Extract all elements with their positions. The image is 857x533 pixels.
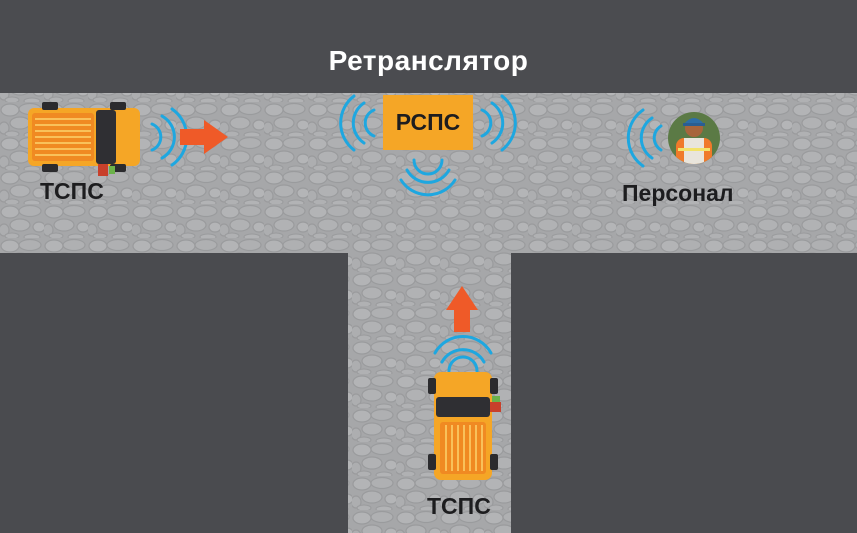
signal-wave-icon (433, 335, 493, 373)
worker-icon (668, 112, 720, 164)
vehicle-label-bottom: ТСПС (427, 493, 491, 519)
signal-wave-icon (626, 108, 663, 168)
signal-wave-icon (339, 94, 517, 197)
truck-icon (28, 102, 140, 176)
wall-block-left (0, 253, 348, 533)
arrow-right-icon (180, 120, 228, 154)
personnel-label: Персонал (622, 180, 734, 206)
repeater-label: РСПС (395, 109, 461, 135)
truck-icon (428, 372, 501, 480)
repeater-box: РСПС (383, 95, 473, 150)
diagram-title: Ретранслятор (328, 45, 529, 76)
vehicle-label-left: ТСПС (40, 178, 104, 204)
wall-block-right (511, 253, 857, 533)
arrow-up-icon (446, 286, 478, 332)
